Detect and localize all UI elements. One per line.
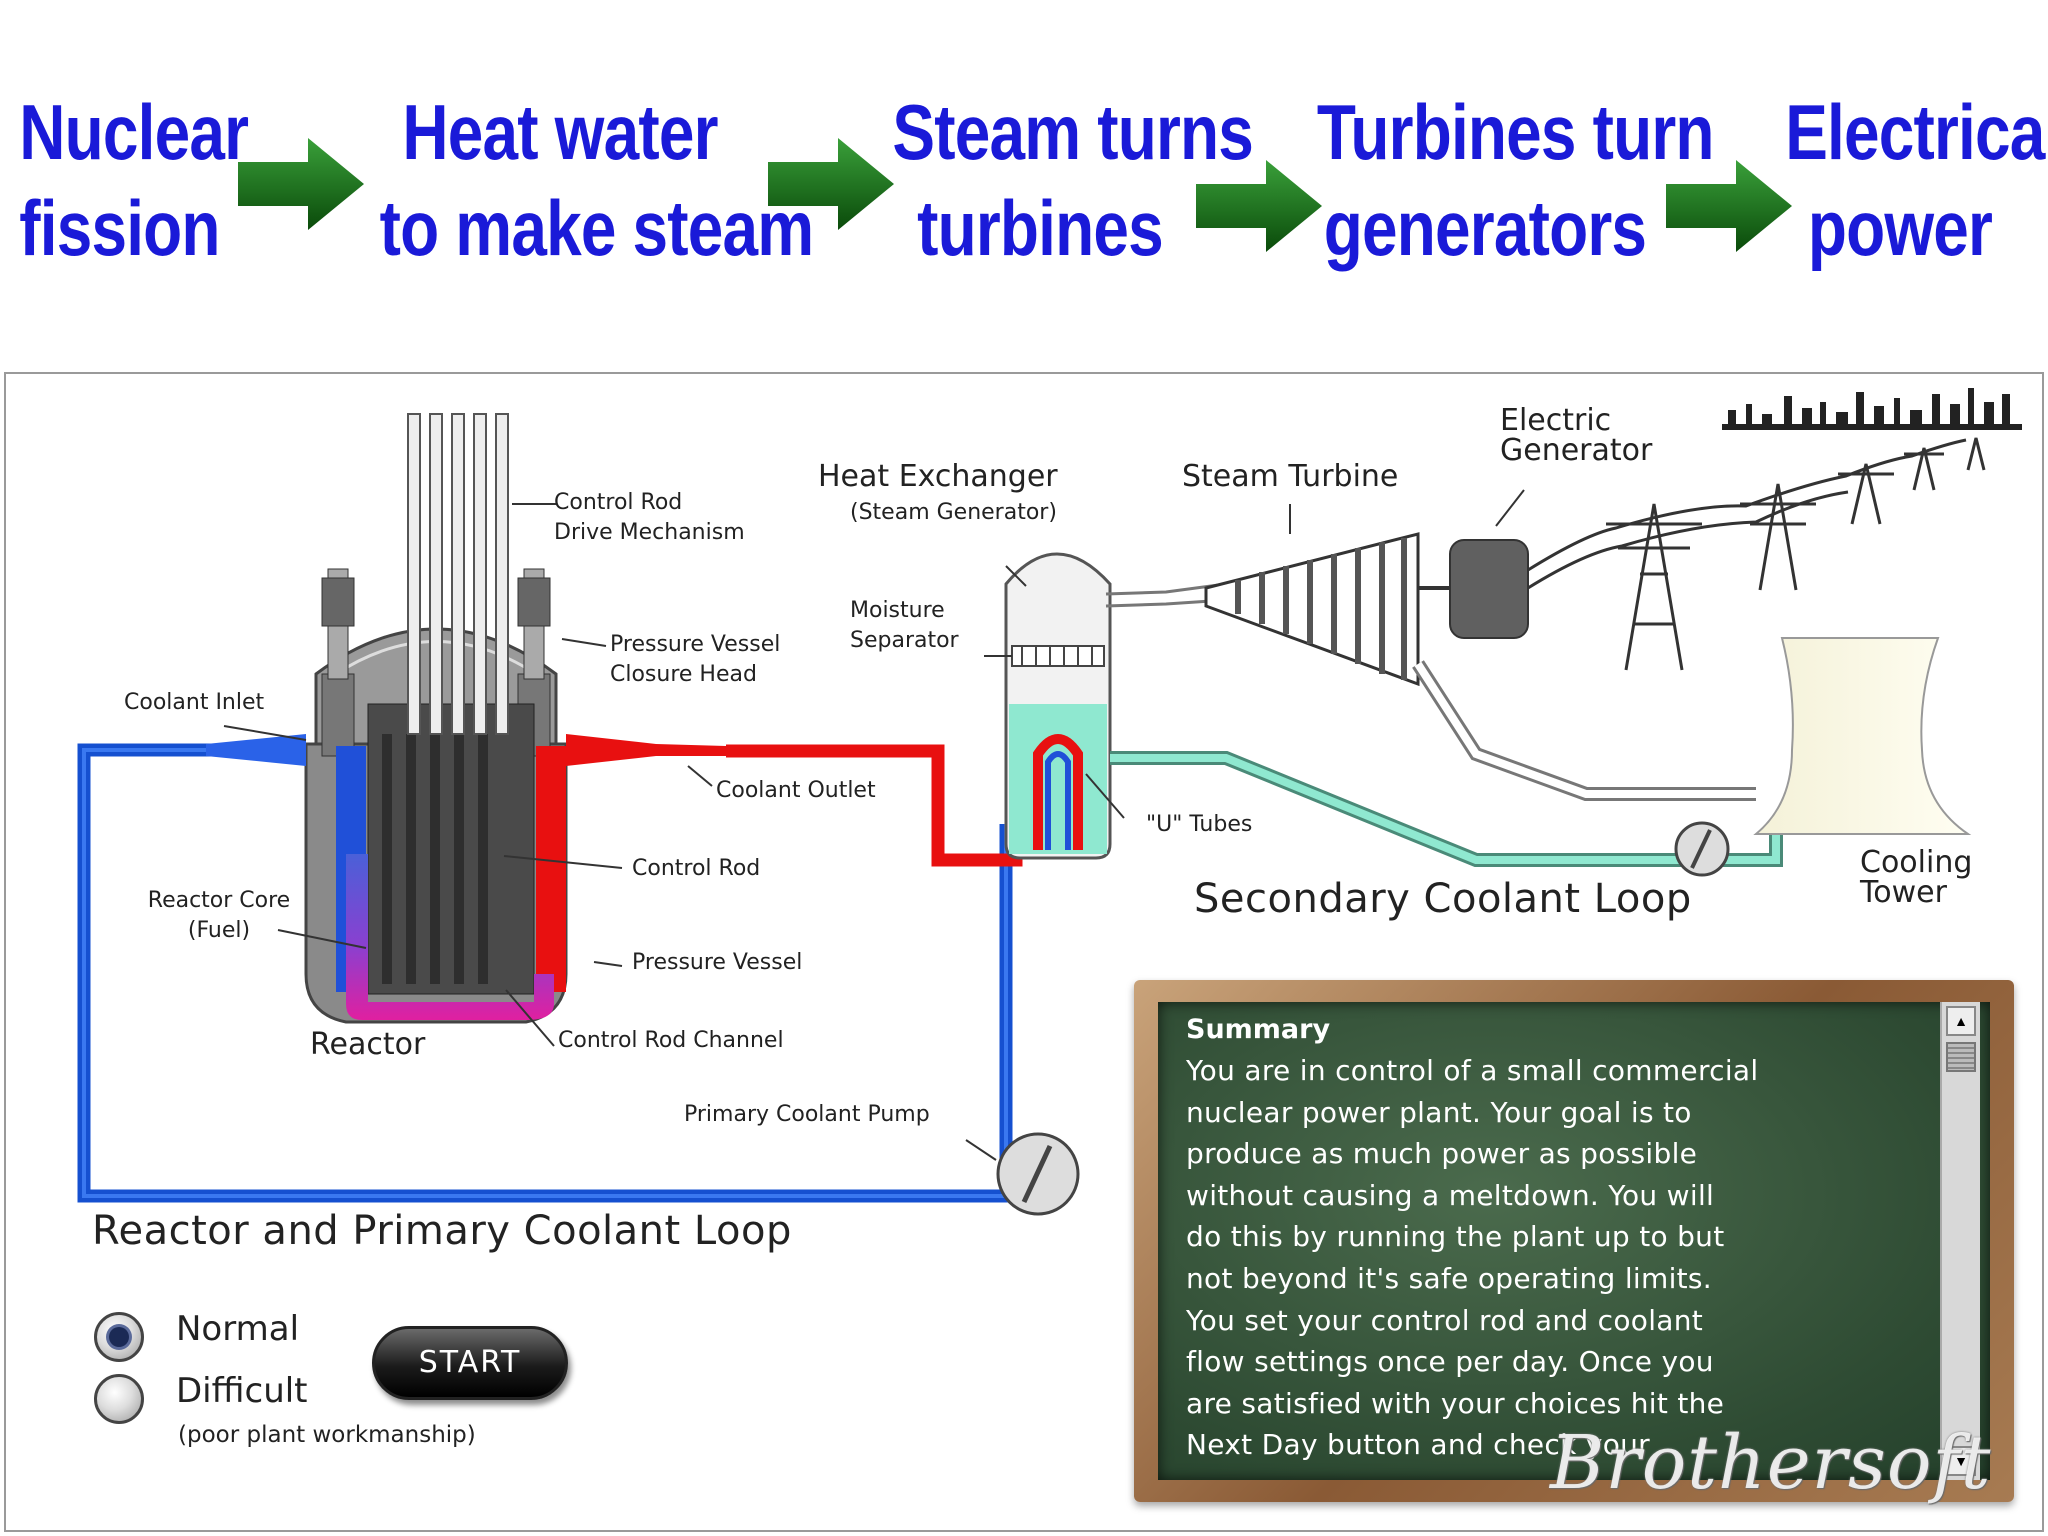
label-line: Cooling bbox=[1860, 845, 1973, 880]
label-steam-turbine: Steam Turbine bbox=[1182, 459, 1399, 494]
label-line: Pressure Vessel bbox=[610, 632, 781, 657]
radio-normal[interactable] bbox=[94, 1312, 144, 1362]
scroll-up-icon[interactable]: ▲ bbox=[1946, 1006, 1976, 1036]
summary-title: Summary bbox=[1186, 1014, 1331, 1045]
step-line: fission bbox=[19, 184, 220, 272]
control-rod-drive-mechanism bbox=[407, 413, 509, 735]
step-line: generators bbox=[1323, 184, 1647, 272]
label-control-rod-channel: Control Rod Channel bbox=[558, 1028, 784, 1053]
step-steam-turns-turbines: Steam turns turbines bbox=[892, 84, 1254, 276]
steam-turbine bbox=[1204, 532, 1420, 687]
step-turbines-turn-generators: Turbines turn generators bbox=[1316, 84, 1715, 276]
label-line: Control Rod bbox=[554, 490, 683, 515]
label-electric-generator: Electric Generator bbox=[1500, 406, 1652, 466]
arrow-right-icon bbox=[1666, 160, 1792, 252]
cooling-tower bbox=[1753, 637, 1972, 835]
step-line: to make steam bbox=[379, 184, 815, 272]
label-leaders bbox=[223, 489, 1525, 1161]
summary-line: produce as much power as possible bbox=[1186, 1137, 1698, 1171]
label-moisture-separator: Moisture Separator bbox=[850, 596, 959, 656]
summary-line: Next Day button and check your bbox=[1186, 1428, 1650, 1462]
label-line: Separator bbox=[850, 628, 959, 653]
label-coolant-outlet: Coolant Outlet bbox=[716, 778, 876, 803]
radio-difficult[interactable] bbox=[94, 1374, 144, 1424]
primary-coolant-pump bbox=[996, 1132, 1080, 1216]
label-heat-exchanger: Heat Exchanger bbox=[818, 459, 1058, 494]
step-electrical-power: Electrical power bbox=[1785, 84, 2048, 276]
label-line: Tower bbox=[1860, 875, 1947, 910]
label-line: (Fuel) bbox=[187, 918, 251, 943]
transmission-towers bbox=[1527, 437, 1986, 671]
step-nuclear-fission: Nuclear fission bbox=[19, 84, 249, 276]
process-banner: Nuclear fission Heat water to make steam… bbox=[0, 0, 2048, 360]
label-control-rod: Control Rod bbox=[632, 856, 761, 881]
arrow-right-icon bbox=[238, 138, 364, 230]
step-heat-water: Heat water to make steam bbox=[379, 84, 815, 276]
summary-text: You are in control of a small commercial… bbox=[1186, 1050, 1886, 1466]
step-line: Heat water bbox=[402, 88, 718, 176]
summary-line: without causing a meltdown. You will bbox=[1186, 1178, 1715, 1212]
city-skyline bbox=[1722, 388, 2022, 430]
scroll-down-icon[interactable]: ▼ bbox=[1946, 1446, 1976, 1476]
label-pressure-vessel-closure-head: Pressure Vessel Closure Head bbox=[610, 630, 780, 690]
summary-scrollbar[interactable]: ▲ ▼ bbox=[1940, 1002, 1980, 1480]
label-line: Drive Mechanism bbox=[554, 520, 745, 545]
label-line: Moisture bbox=[850, 598, 945, 623]
label-u-tubes: "U" Tubes bbox=[1146, 812, 1253, 837]
label-line: Reactor Core bbox=[147, 888, 291, 913]
secondary-coolant-pipe bbox=[1110, 660, 1783, 867]
arrow-right-icon bbox=[768, 138, 894, 230]
summary-line: You set your control rod and coolant bbox=[1186, 1303, 1704, 1337]
step-line: Turbines turn bbox=[1316, 88, 1715, 176]
summary-line: flow settings once per day. Once you bbox=[1186, 1345, 1714, 1379]
heat-exchanger bbox=[1004, 552, 1112, 860]
label-reactor: Reactor bbox=[310, 1027, 426, 1062]
step-line: turbines bbox=[917, 184, 1164, 272]
label-steam-generator: (Steam Generator) bbox=[850, 500, 1057, 525]
radio-difficult-label[interactable]: Difficult bbox=[176, 1371, 308, 1411]
label-cooling-tower: Cooling Tower bbox=[1860, 848, 1972, 908]
primary-coolant-pipe bbox=[77, 743, 1013, 1203]
label-pressure-vessel: Pressure Vessel bbox=[632, 950, 803, 975]
step-line: Steam turns bbox=[892, 88, 1254, 176]
label-primary-coolant-loop: Reactor and Primary Coolant Loop bbox=[92, 1208, 792, 1254]
step-line: Electrical bbox=[1785, 88, 2048, 176]
radio-normal-label[interactable]: Normal bbox=[176, 1309, 300, 1349]
summary-line: do this by running the plant up to but bbox=[1186, 1220, 1725, 1254]
summary-line: are satisfied with your choices hit the bbox=[1186, 1386, 1725, 1420]
label-reactor-core: Reactor Core (Fuel) bbox=[124, 886, 314, 946]
label-secondary-coolant-loop: Secondary Coolant Loop bbox=[1194, 876, 1692, 922]
scroll-thumb[interactable] bbox=[1946, 1042, 1976, 1072]
label-line: Generator bbox=[1500, 433, 1653, 468]
label-control-rod-drive: Control Rod Drive Mechanism bbox=[554, 488, 745, 548]
label-coolant-inlet: Coolant Inlet bbox=[124, 690, 265, 715]
label-line: Electric bbox=[1500, 403, 1612, 438]
arrow-right-icon bbox=[1196, 160, 1322, 252]
summary-panel: Summary You are in control of a small co… bbox=[1158, 1002, 1990, 1480]
summary-line: not beyond it's safe operating limits. bbox=[1186, 1261, 1713, 1295]
step-line: Nuclear bbox=[19, 88, 249, 176]
plant-diagram bbox=[77, 388, 2022, 1216]
start-button[interactable]: START bbox=[372, 1326, 568, 1400]
radio-selected-dot bbox=[109, 1327, 129, 1347]
summary-chalkboard: Summary You are in control of a small co… bbox=[1134, 980, 2014, 1502]
secondary-coolant-pump bbox=[1674, 821, 1730, 877]
simulator-panel: Control Rod Drive Mechanism Pressure Ves… bbox=[4, 372, 2044, 1532]
summary-line: nuclear power plant. Your goal is to bbox=[1186, 1095, 1692, 1129]
brothersoft-watermark: Brothersoft bbox=[1550, 1420, 1992, 1506]
step-line: power bbox=[1807, 184, 1993, 272]
label-primary-coolant-pump: Primary Coolant Pump bbox=[684, 1102, 930, 1127]
summary-line: You are in control of a small commercial bbox=[1186, 1054, 1759, 1087]
difficulty-note: (poor plant workmanship) bbox=[178, 1422, 476, 1448]
electric-generator bbox=[1418, 539, 1529, 639]
label-line: Closure Head bbox=[610, 662, 757, 687]
